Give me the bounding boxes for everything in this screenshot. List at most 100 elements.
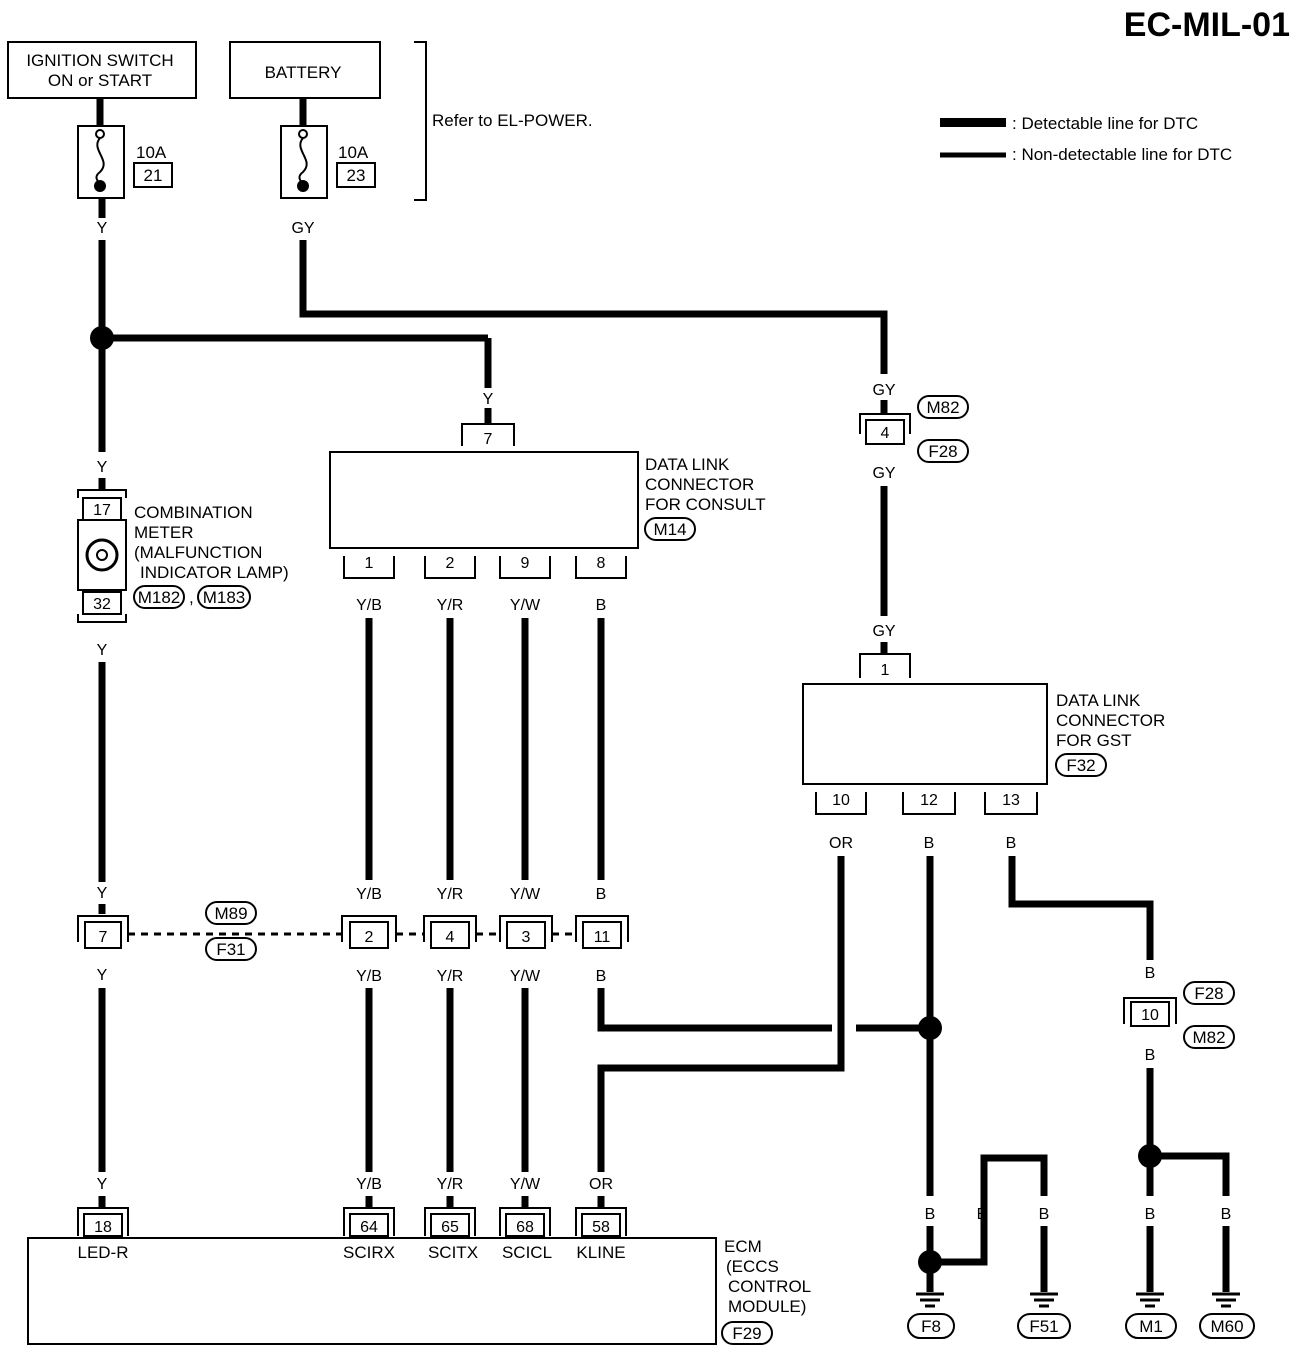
connector-tag: M182 xyxy=(138,588,181,607)
wire-label: Y/B xyxy=(356,1176,382,1193)
ground-m1: M1 xyxy=(1125,1292,1177,1339)
ignition-switch-label: IGNITION SWITCH xyxy=(26,51,173,70)
pin: 68 xyxy=(516,1219,534,1236)
wire-label: B xyxy=(1221,1206,1232,1223)
consult-wires: Y/B Y/R Y/W B Y/B Y/R Y/W B Y/B Y/R Y/W … xyxy=(356,597,930,1208)
ground-b-wire-13: B B 10 F28 M82 B B B xyxy=(1006,835,1235,1292)
meter-label: (MALFUNCTION xyxy=(134,543,262,562)
pin: 17 xyxy=(93,502,111,519)
legend-non-detectable: : Non-detectable line for DTC xyxy=(1012,145,1232,164)
connector-tag: M82 xyxy=(1192,1028,1225,1047)
wire-label: B xyxy=(596,597,607,614)
pin: 4 xyxy=(446,929,455,946)
wire-y-label: Y xyxy=(97,885,108,902)
wire-label: B xyxy=(1145,1047,1156,1064)
meter-label: INDICATOR LAMP) xyxy=(140,563,289,582)
ecm-label: (ECCS xyxy=(726,1257,779,1276)
pin: 7 xyxy=(484,431,493,448)
wire-label: Y/B xyxy=(356,886,382,903)
legend: : Detectable line for DTC : Non-detectab… xyxy=(940,114,1232,164)
fuse-21-rating: 10A xyxy=(136,143,167,162)
ground-tag: M1 xyxy=(1139,1317,1163,1336)
combination-meter: Y 17 32 COMBINATION METER (MALFUNCTION I… xyxy=(77,459,289,623)
pin: 11 xyxy=(594,929,611,946)
battery-box: BATTERY xyxy=(229,41,381,99)
wire-label: Y/R xyxy=(437,597,464,614)
wire-y-label: Y xyxy=(97,967,108,984)
diagram-id: EC-MIL-01 xyxy=(1124,6,1290,44)
wire-label: GY xyxy=(872,382,895,399)
wire-label: Y/W xyxy=(510,968,541,985)
dlc-gst-label: FOR GST xyxy=(1056,731,1132,750)
wire-label: B xyxy=(1145,965,1156,982)
wire-label: Y/R xyxy=(437,886,464,903)
refer-bracket xyxy=(414,41,427,201)
wire-label: B xyxy=(977,1206,988,1223)
wire-label: B xyxy=(925,1206,936,1223)
detectable-line-sample xyxy=(940,118,1006,127)
wire-label: Y/R xyxy=(437,1176,464,1193)
connector-tag: M82 xyxy=(926,398,959,417)
ecm-terminal-label: SCIRX xyxy=(343,1243,395,1262)
wire-y-label: Y xyxy=(97,642,108,659)
pin: 10 xyxy=(832,792,850,809)
connector-tag: M89 xyxy=(214,904,247,923)
fuse-21: 10A 21 xyxy=(77,98,173,199)
ground-tag: F8 xyxy=(921,1317,941,1336)
junction-connectors: M89 F31 7 2 4 3 11 xyxy=(77,901,629,961)
dlc-gst-label: CONNECTOR xyxy=(1056,711,1165,730)
pin: 7 xyxy=(99,929,108,946)
dlc-gst-label: DATA LINK xyxy=(1056,691,1141,710)
wire-y-label: Y xyxy=(97,459,108,476)
ground-tag: F51 xyxy=(1029,1317,1058,1336)
wire-label: Y/W xyxy=(510,597,541,614)
ecm-label: ECM xyxy=(724,1237,762,1256)
ecm: 18 64 65 68 58 LED-R SCIRX SCITX SCICL K… xyxy=(27,1207,811,1345)
wire-label: Y/B xyxy=(356,597,382,614)
wire-y-label: Y xyxy=(97,220,108,237)
pin: 2 xyxy=(365,929,374,946)
fuse-23-number: 23 xyxy=(347,166,366,185)
connector-tag: M14 xyxy=(653,520,686,539)
connector-tag: F28 xyxy=(928,442,957,461)
wire-label: B xyxy=(1039,1206,1050,1223)
wire-label: B xyxy=(1145,1206,1156,1223)
ecm-terminal-label: SCICL xyxy=(502,1243,552,1262)
separator: , xyxy=(189,588,194,607)
pin: 1 xyxy=(881,662,890,679)
connector-tag: F32 xyxy=(1066,756,1095,775)
ground-m60: M60 xyxy=(1199,1292,1255,1339)
ignition-switch-box: IGNITION SWITCH ON or START xyxy=(7,41,197,99)
connector-tag: F29 xyxy=(732,1324,761,1343)
pin: 12 xyxy=(920,792,938,809)
pin: 13 xyxy=(1002,792,1020,809)
dlc-consult-label: DATA LINK xyxy=(645,455,730,474)
ecm-label: CONTROL xyxy=(728,1277,811,1296)
wire-y-label: Y xyxy=(97,1176,108,1193)
refer-note: Refer to EL-POWER. xyxy=(432,111,593,130)
dlc-consult-label: CONNECTOR xyxy=(645,475,754,494)
kline-wire: OR OR xyxy=(589,835,853,1208)
fuse-23: 10A 23 xyxy=(280,98,376,199)
pin: 1 xyxy=(365,555,374,572)
wire-label: OR xyxy=(829,835,853,852)
wire-label: B xyxy=(596,886,607,903)
fuse-21-number: 21 xyxy=(144,166,163,185)
battery-label: BATTERY xyxy=(265,63,342,82)
pin: 18 xyxy=(94,1219,112,1236)
wire-label: B xyxy=(924,835,935,852)
legend-detectable: : Detectable line for DTC xyxy=(1012,114,1198,133)
dlc-gst: 1 DATA LINK CONNECTOR FOR GST F32 10 12 … xyxy=(802,653,1165,815)
pin: 8 xyxy=(597,555,606,572)
ecm-terminal-label: SCITX xyxy=(428,1243,478,1262)
connector-tag: F31 xyxy=(216,940,245,959)
pin: 9 xyxy=(521,555,530,572)
wire-label: Y/B xyxy=(356,968,382,985)
dlc-consult-label: FOR CONSULT xyxy=(645,495,766,514)
wire-label: B xyxy=(1006,835,1017,852)
ground-b-wire-12: B B B B xyxy=(918,835,1049,1292)
wire-label: OR xyxy=(589,1176,613,1193)
pin: 32 xyxy=(93,596,111,613)
wire-label: GY xyxy=(872,465,895,482)
